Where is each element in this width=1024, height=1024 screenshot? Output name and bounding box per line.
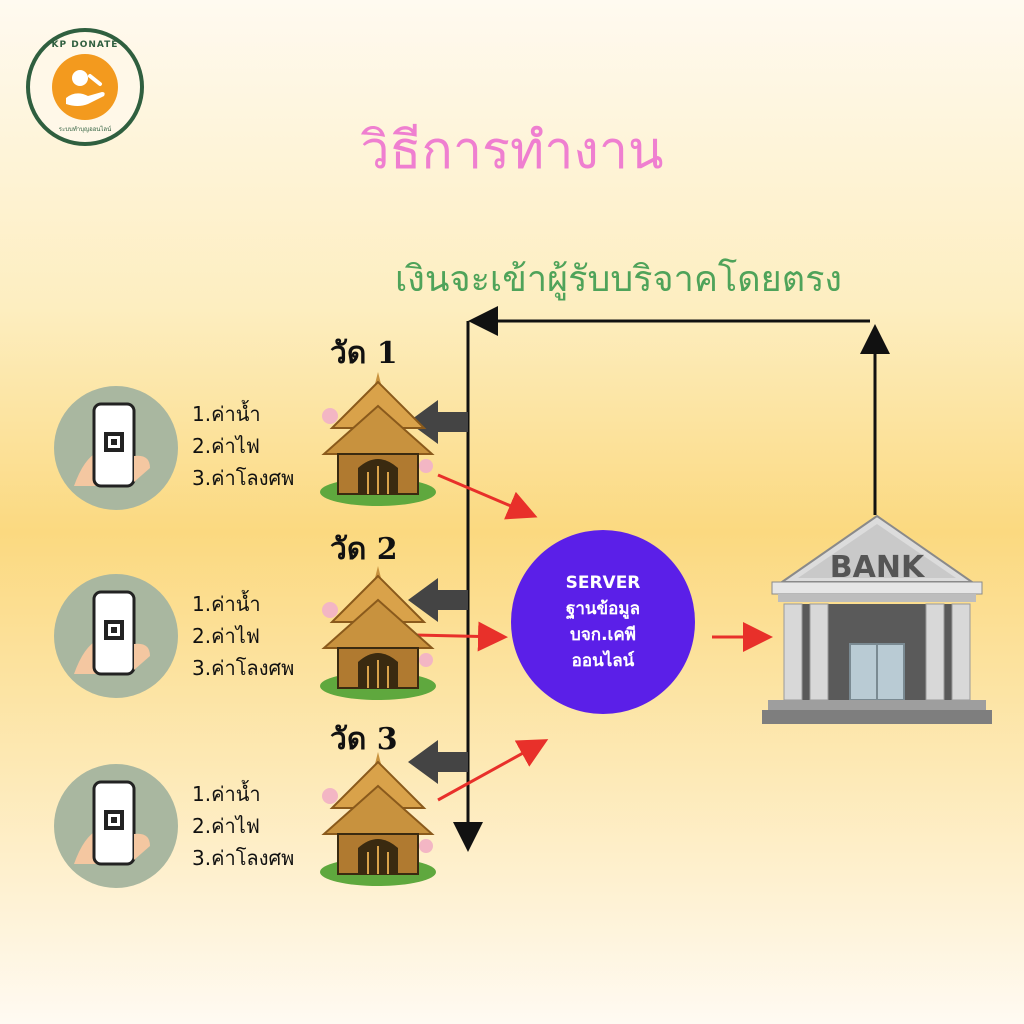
logo-badge: KP DONATE ระบบทำบุญออนไลน์ — [26, 28, 144, 146]
fee-item: 3.ค่าโลงศพ — [192, 466, 295, 490]
gray-arrow-temple-2 — [408, 578, 468, 622]
server-line: ฐานข้อมูล — [565, 599, 640, 619]
fee-item: 2.ค่าไฟ — [192, 434, 260, 458]
temple-2-label: วัด 2 — [330, 532, 398, 567]
server-line: SERVER — [565, 573, 641, 593]
red-arrow-temple1-server — [437, 473, 538, 520]
red-arrow-temple2-server — [414, 621, 508, 652]
red-arrow-temple3-server — [437, 739, 549, 802]
fee-list-temple-1: 1.ค่าน้ำ 2.ค่าไฟ 3.ค่าโลงศพ — [192, 398, 294, 494]
logo-top-text: KP DONATE — [51, 40, 119, 50]
fee-item: 2.ค่าไฟ — [192, 814, 260, 838]
fee-item: 3.ค่าโลงศพ — [192, 846, 295, 870]
fee-item: 1.ค่าน้ำ — [192, 402, 261, 426]
fee-item: 1.ค่าน้ำ — [192, 782, 261, 806]
fee-list-temple-2: 1.ค่าน้ำ 2.ค่าไฟ 3.ค่าโลงศพ — [192, 588, 294, 684]
temple-icon — [318, 368, 438, 512]
server-line: ออนไลน์ — [571, 651, 635, 671]
bank-building-icon: BANK — [762, 512, 992, 736]
fee-item: 1.ค่าน้ำ — [192, 592, 261, 616]
bank-label: BANK — [829, 550, 925, 585]
fee-item: 3.ค่าโลงศพ — [192, 656, 295, 680]
server-node: SERVER ฐานข้อมูล บจก.เคพี ออนไลน์ — [511, 530, 695, 714]
server-line: บจก.เคพี — [570, 625, 636, 645]
phone-qr-icon — [54, 574, 178, 698]
page-title: วิธีการทำงาน — [360, 121, 664, 181]
fee-item: 2.ค่าไฟ — [192, 624, 260, 648]
logo-bottom-text: ระบบทำบุญออนไลน์ — [58, 126, 112, 133]
temple-3-label: วัด 3 — [330, 722, 398, 757]
flow-subtitle: เงินจะเข้าผู้รับบริจาคโดยตรง — [395, 259, 843, 300]
temple-icon — [318, 748, 438, 892]
temple-icon — [318, 562, 438, 706]
fee-list-temple-3: 1.ค่าน้ำ 2.ค่าไฟ 3.ค่าโลงศพ — [192, 778, 294, 874]
phone-qr-icon — [54, 386, 178, 510]
gray-arrow-temple-1 — [408, 400, 468, 444]
temple-1-label: วัด 1 — [330, 336, 398, 371]
phone-qr-icon — [54, 764, 178, 888]
gray-arrow-temple-3 — [408, 740, 468, 784]
donate-hand-icon — [52, 54, 118, 120]
